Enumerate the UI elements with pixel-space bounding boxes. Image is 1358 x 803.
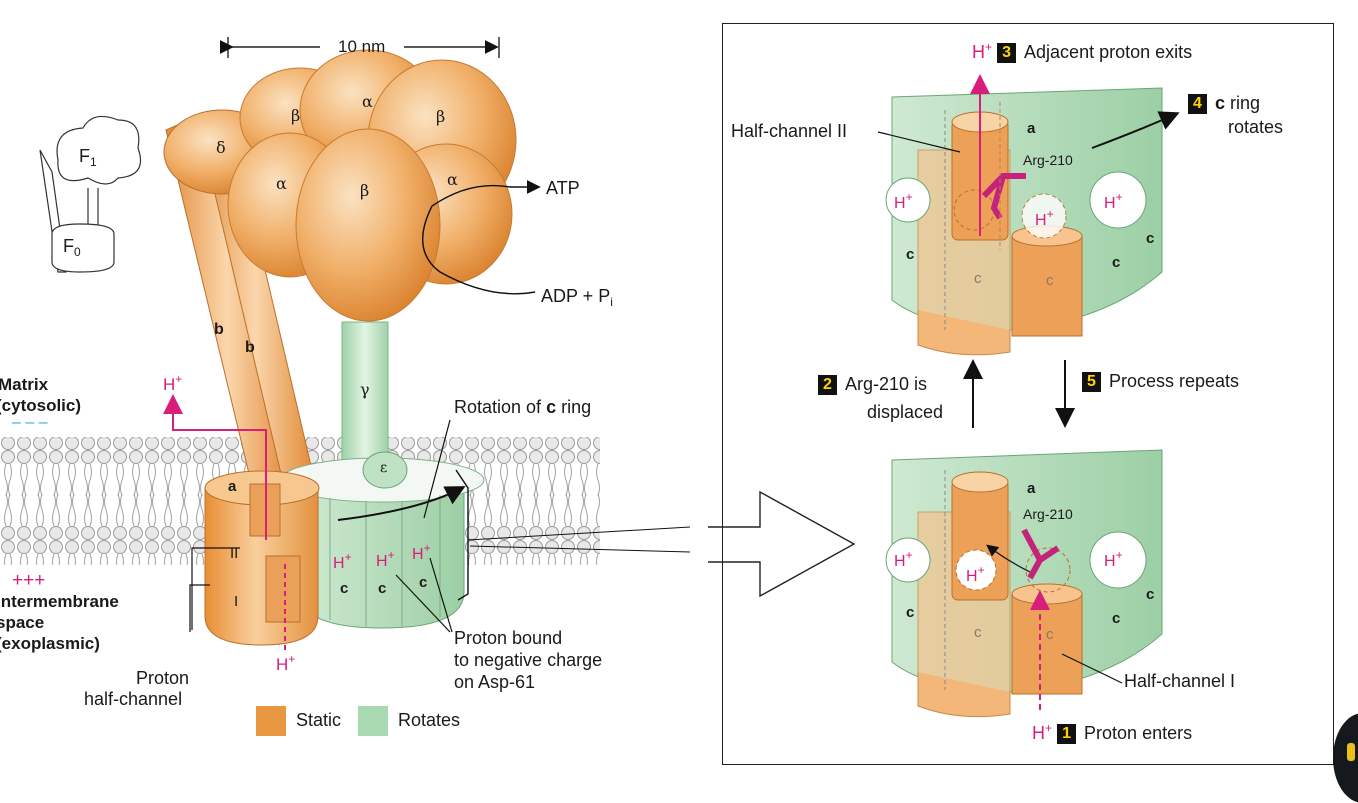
c-label-lower-4: c: [1112, 610, 1121, 627]
rotation-callout: Rotation of c ring: [454, 397, 592, 417]
c-label-left-1: c: [340, 580, 349, 597]
detail-proton-upper-left: H+: [894, 190, 913, 212]
f1-head: [227, 49, 517, 322]
upper-structure: [885, 87, 1163, 356]
proton-bound-line-2: to negative charge: [454, 650, 603, 670]
step-4-label-2: rotates: [1228, 117, 1284, 137]
atp-label: ATP: [546, 178, 580, 198]
step-1-proton: H+: [1032, 721, 1053, 743]
legend-static: Static: [256, 706, 341, 736]
f0-label: F0: [63, 236, 81, 259]
epsilon-label: ε: [380, 460, 388, 476]
scale-bar-line: [219, 37, 500, 58]
half-channel-ii-label: Half-channel II: [731, 121, 848, 141]
intermembrane-label: Intermembrane: [0, 592, 119, 611]
detail-proton-lower-mid: H+: [966, 563, 985, 585]
intermembrane-label-2: space: [0, 613, 45, 632]
step-3-proton: H+: [972, 40, 993, 62]
scale-bar-label: 10 nm: [338, 37, 386, 56]
c-label-lower-5: c: [1146, 586, 1155, 603]
c-label-lower-1: c: [906, 604, 915, 621]
c-label-left-2: c: [378, 580, 387, 597]
arg210-label-lower: Arg-210: [1023, 506, 1073, 522]
detail-proton-upper-mid: H+: [1035, 207, 1054, 229]
assistant-icon: [1347, 743, 1355, 761]
zoom-arrow: [708, 490, 856, 598]
detail-panel-frame: [722, 23, 1334, 765]
c-label-left-3: c: [419, 574, 428, 591]
alpha-label-2: α: [276, 174, 287, 193]
proton-half-channel-line-1: Proton: [136, 668, 190, 688]
c-label-upper-3: c: [1046, 272, 1054, 289]
a-label-left: a: [228, 478, 237, 495]
positive-charge-mark: +++: [12, 570, 46, 591]
half-channel-i-label: Half-channel I: [1124, 671, 1236, 691]
half-channel-i-numeral: I: [234, 593, 239, 610]
alpha-label-1: α: [362, 92, 373, 111]
detail-proton-lower-left: H+: [894, 548, 913, 570]
b-label-2: b: [245, 339, 255, 356]
delta-label: δ: [216, 138, 226, 157]
beta-label-3: β: [360, 181, 370, 200]
a-label-upper: a: [1027, 120, 1036, 137]
proton-enter-label: H+: [276, 652, 296, 674]
bound-proton-3: H+: [412, 541, 431, 563]
bound-proton-2: H+: [376, 548, 395, 570]
f1-f0-inset: [39, 115, 142, 273]
c-label-upper-1: c: [906, 246, 915, 263]
gamma-stalk: [341, 321, 389, 463]
arg210-label-upper: Arg-210: [1023, 152, 1073, 168]
proton-bound-line-3: on Asp-61: [454, 672, 536, 692]
step-2-label-2: displaced: [867, 402, 944, 422]
c-label-upper-5: c: [1146, 230, 1155, 247]
proton-exit-label: H+: [163, 372, 183, 394]
negative-charge-mark: – – –: [12, 414, 48, 431]
legend-rotates: Rotates: [358, 706, 460, 736]
f1-label: F1: [79, 146, 97, 169]
bound-proton-1: H+: [333, 550, 352, 572]
c-label-lower-2: c: [974, 624, 982, 641]
half-channel-ii-numeral: II: [230, 545, 239, 562]
beta-label-1: β: [291, 106, 301, 125]
legend-rotates-swatch: [358, 706, 388, 736]
legend-static-swatch: [256, 706, 286, 736]
adp-pi-label: ADP + Pi: [541, 286, 613, 309]
matrix-label-2: (cytosolic): [0, 396, 82, 415]
matrix-label: Matrix: [0, 375, 49, 394]
proton-bound-line-1: Proton bound: [454, 628, 563, 648]
alpha-label-3: α: [447, 170, 458, 189]
c-label-upper-4: c: [1112, 254, 1121, 271]
detail-proton-upper-right: H+: [1104, 190, 1123, 212]
detail-proton-lower-right: H+: [1104, 548, 1123, 570]
intermembrane-label-3: (exoplasmic): [0, 634, 100, 653]
proton-half-channel-line-2: half-channel: [84, 689, 183, 709]
b-label-1: b: [214, 321, 224, 338]
c-label-lower-3: c: [1046, 626, 1054, 643]
epsilon-subunit: [362, 451, 408, 489]
beta-label-2: β: [436, 107, 446, 126]
a-label-lower: a: [1027, 480, 1036, 497]
gamma-label: γ: [360, 380, 370, 399]
c-label-upper-2: c: [974, 270, 982, 287]
